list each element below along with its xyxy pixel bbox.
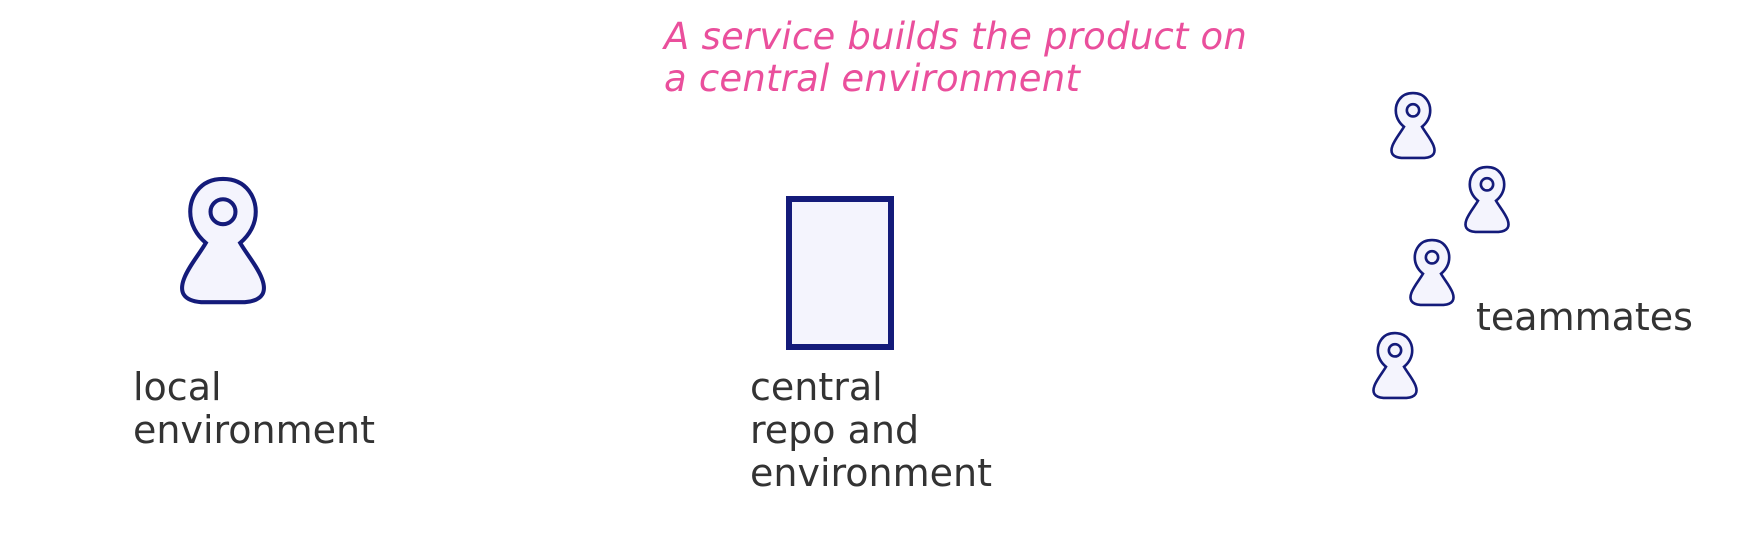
teammate-person-icon [1390, 91, 1436, 160]
teammates-label-text: teammates [1476, 295, 1693, 339]
local-person-icon [182, 179, 264, 302]
central-repository-icon [786, 196, 894, 350]
caption: A service builds the product on a centra… [664, 16, 1247, 100]
local-environment-label: local environment [133, 366, 375, 452]
central-label-line-3: environment [750, 451, 993, 495]
central-label-line-1: central [750, 365, 883, 409]
local-label-line-1: local [133, 365, 222, 409]
teammates-label: teammates [1476, 296, 1693, 339]
caption-line-2: a central environment [664, 57, 1081, 100]
teammate-person-icon [1372, 331, 1418, 400]
teammate-person-icon [1409, 238, 1455, 307]
caption-line-1: A service builds the product on [664, 15, 1248, 58]
local-label-line-2: environment [133, 408, 376, 452]
teammate-person-icon [1464, 165, 1510, 234]
central-repo-label: central repo and environment [750, 366, 992, 495]
central-label-line-2: repo and [750, 408, 920, 452]
